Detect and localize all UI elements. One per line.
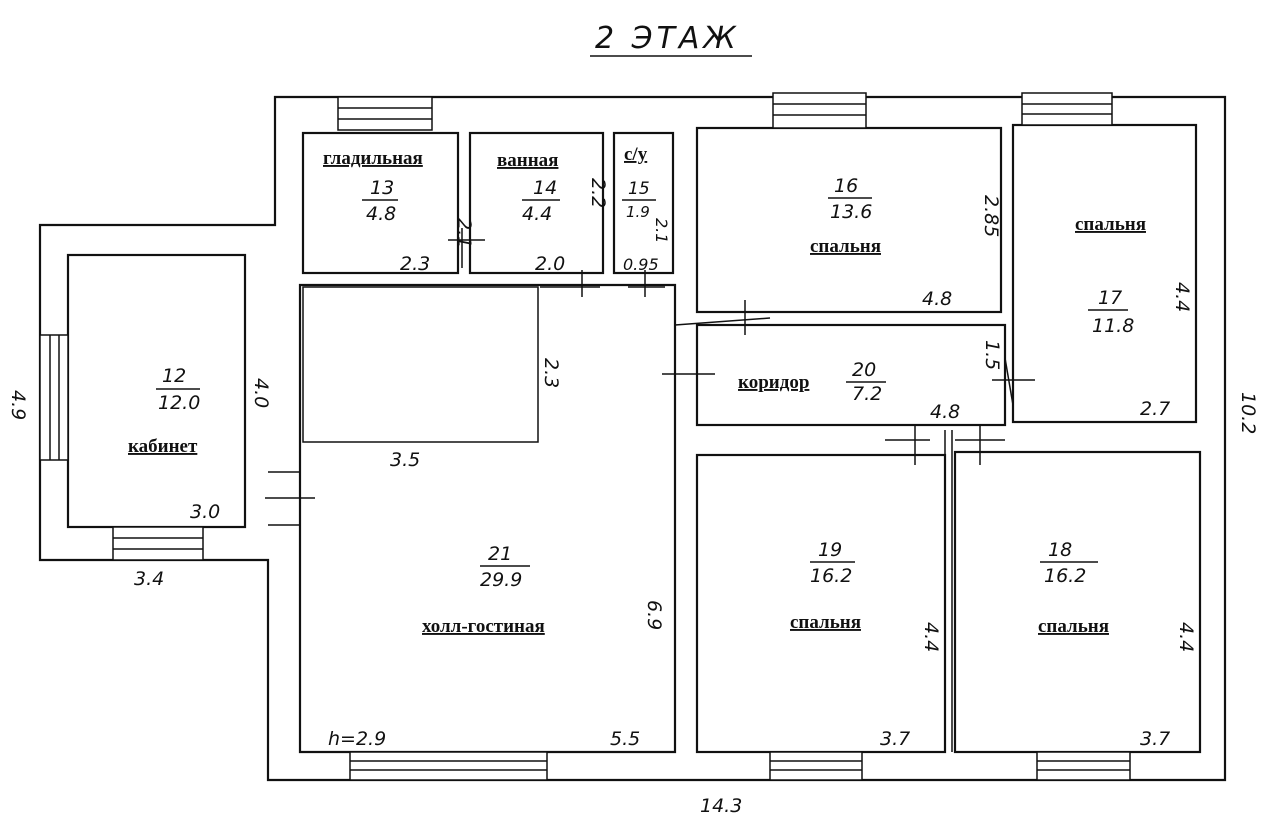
room-dim: 3.7 <box>1140 728 1170 750</box>
room-number: 18 <box>1048 539 1072 561</box>
room-dim: 2.2 <box>587 178 609 208</box>
room-area: 1.9 <box>626 203 650 221</box>
outer-dim: 10.2 <box>1237 392 1259 434</box>
windows <box>39 92 1131 781</box>
ceiling-height: h=2.9 <box>328 728 386 750</box>
outer-dim: 14.3 <box>700 795 742 817</box>
room-name: холл-гостиная <box>422 616 545 637</box>
room-14-bathroom <box>468 131 605 275</box>
room-number: 21 <box>488 543 512 565</box>
room-dim: 3.0 <box>190 501 220 523</box>
room-name: спальня <box>1075 214 1146 235</box>
room-area: 7.2 <box>852 383 882 405</box>
room-dim: 2.3 <box>540 358 562 388</box>
room-dim: 4.8 <box>930 401 960 423</box>
stair-area <box>302 286 539 443</box>
room-number: 17 <box>1098 287 1122 309</box>
room-dim: 3.5 <box>390 449 420 471</box>
room-dim: 4.4 <box>1175 622 1197 652</box>
room-area: 11.8 <box>1092 315 1134 337</box>
room-dim: 2.0 <box>535 253 565 275</box>
room-name: кабинет <box>128 436 198 457</box>
room-number: 14 <box>533 177 557 199</box>
room-13-ironing <box>301 131 460 275</box>
room-number: 13 <box>370 177 394 199</box>
room-dim: 6.9 <box>643 600 665 630</box>
room-area: 16.2 <box>810 565 852 587</box>
room-dim: 2.85 <box>980 195 1002 237</box>
room-area: 4.4 <box>522 203 552 225</box>
floor-title: 2 ЭТАЖ <box>595 21 740 56</box>
room-dim: 4.0 <box>250 378 272 408</box>
doors <box>265 228 1035 752</box>
room-number: 12 <box>162 365 186 387</box>
room-19-bedroom <box>695 453 947 754</box>
room-12-study <box>66 253 247 529</box>
room-dim: 4.4 <box>920 622 942 652</box>
room-dim: 3.7 <box>880 728 910 750</box>
room-name: с/у <box>624 144 648 165</box>
room-area: 12.0 <box>158 392 200 414</box>
room-dim: 4.8 <box>922 288 952 310</box>
room-name: спальня <box>1038 616 1109 637</box>
room-name: спальня <box>790 612 861 633</box>
room-number: 15 <box>628 179 650 199</box>
room-dim: 4.4 <box>1171 282 1193 312</box>
room-dim: 2.1 <box>453 218 475 248</box>
room-dim: 2.3 <box>400 253 430 275</box>
room-number: 16 <box>834 175 858 197</box>
room-dim: 5.5 <box>610 728 640 750</box>
room-number: 20 <box>852 359 876 381</box>
room-dim: 2.7 <box>1140 398 1170 420</box>
room-area: 16.2 <box>1044 565 1086 587</box>
room-area: 4.8 <box>366 203 396 225</box>
room-area: 29.9 <box>480 569 522 591</box>
outer-wall <box>38 95 1227 782</box>
room-area: 13.6 <box>830 201 872 223</box>
room-name: спальня <box>810 236 881 257</box>
room-18-bedroom <box>953 450 1202 754</box>
room-name: гладильная <box>323 148 423 169</box>
room-15-wc <box>612 131 675 275</box>
room-dim: 0.95 <box>623 255 659 274</box>
room-number: 19 <box>818 539 842 561</box>
room-21-hall <box>298 283 677 754</box>
room-dim: 1.5 <box>981 340 1003 370</box>
outer-dim: 4.9 <box>7 390 29 420</box>
room-dim: 2.1 <box>652 218 671 243</box>
room-name: ванная <box>497 150 558 171</box>
room-20-corridor <box>695 323 1007 427</box>
room-17-bedroom <box>1011 123 1198 424</box>
room-name: коридор <box>738 372 809 393</box>
outer-dim: 3.4 <box>134 568 164 590</box>
